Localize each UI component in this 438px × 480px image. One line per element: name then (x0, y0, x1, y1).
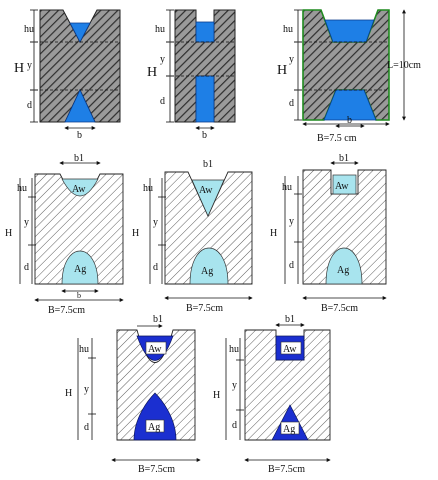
fig8-ag-box (280, 421, 300, 435)
fig6-B: B=7.5cm (321, 303, 358, 314)
fig4-aw-area (61, 178, 99, 197)
fig6-Aw: Aw (335, 181, 349, 192)
fig1-water (69, 22, 91, 43)
fig3-y: y (289, 54, 294, 65)
fig4-hu: hu (17, 183, 27, 194)
fig7-ag-area (133, 392, 177, 441)
fig5-ag-area (189, 247, 229, 285)
fig2-gap (195, 75, 215, 123)
fig5-Ag: Ag (201, 266, 213, 277)
fig4-b1: b1 (74, 153, 84, 164)
fig8-H: H (213, 390, 220, 401)
fig2-H: H (147, 65, 157, 80)
figure-1: hu H y d b (14, 9, 121, 141)
fig7-Ag: Ag (148, 422, 160, 433)
fig3-hu: hu (283, 24, 293, 35)
fig6-b1: b1 (339, 153, 349, 164)
fig5-Aw: Aw (199, 185, 213, 196)
fig4-d: d (24, 262, 29, 273)
fig7-aw-box (145, 341, 167, 355)
fig8-Ag: Ag (283, 424, 295, 435)
fig1-d: d (27, 100, 32, 111)
fig8-Aw: Aw (283, 344, 297, 355)
figure-3: hu H y d b L=10cm B=7.5 cm (277, 9, 421, 144)
figure-4: b1 Aw Ag hu H y d b B=7.5cm (5, 153, 124, 316)
fig2-y: y (160, 54, 165, 65)
fig5-hu: hu (143, 183, 153, 194)
fig6-H: H (270, 228, 277, 239)
fig5-b1: b1 (203, 159, 213, 170)
fig1-gap (64, 89, 96, 123)
fig6-aw-area (332, 174, 357, 195)
fig1-H: H (14, 61, 24, 76)
fig4-ag-area (61, 250, 99, 285)
fig4-Ag: Ag (74, 264, 86, 275)
fig7-d: d (84, 422, 89, 433)
fig2-hu: hu (155, 24, 165, 35)
fig7-Aw: Aw (148, 344, 162, 355)
fig3-d: d (289, 98, 294, 109)
fig1-y: y (27, 60, 32, 71)
fig8-aw-box (280, 341, 302, 355)
fig8-b1: b1 (285, 314, 295, 325)
fig3-b: b (347, 115, 352, 126)
fig7-H: H (65, 388, 72, 399)
figure-6: b1 Aw Ag hu H y d B=7.5cm (270, 153, 387, 314)
fig3-B: B=7.5 cm (317, 133, 357, 144)
fig6-Ag: Ag (337, 265, 349, 276)
fig7-y: y (84, 384, 89, 395)
fig8-B: B=7.5cm (268, 464, 305, 475)
figure-5: b1 Aw Ag hu H y d B=7.5cm (132, 159, 253, 314)
fig6-hu: hu (282, 182, 292, 193)
fig6-y: y (289, 216, 294, 227)
fig4-H: H (5, 228, 12, 239)
fig8-d: d (232, 420, 237, 431)
fig5-body (164, 171, 253, 285)
figure-2: hu H y d b (147, 9, 236, 141)
fig6-ag-area (325, 247, 363, 285)
fig6-d: d (289, 260, 294, 271)
fig1-b: b (77, 130, 82, 141)
fig8-y: y (232, 380, 237, 391)
fig5-y: y (153, 217, 158, 228)
fig5-H: H (132, 228, 139, 239)
fig3-water (324, 19, 375, 43)
fig7-hu: hu (79, 344, 89, 355)
fig3-L: L=10cm (387, 60, 421, 71)
fig3-H: H (277, 63, 287, 78)
fig2-d: d (160, 96, 165, 107)
fig8-hu: hu (229, 344, 239, 355)
fig2-b: b (202, 130, 207, 141)
fig4-y: y (24, 217, 29, 228)
fig4-b: b (77, 291, 81, 300)
fig4-B: B=7.5cm (48, 305, 85, 316)
fig5-aw-area (191, 179, 225, 217)
fig2-water (195, 21, 215, 43)
fig1-hu: hu (24, 24, 34, 35)
fig7-ag-box (145, 419, 165, 433)
figure-7: b1 Aw Ag hu H y d B=7.5cm (65, 314, 201, 475)
figure-8: b1 Aw Ag hu H y d B=7.5cm (213, 314, 331, 475)
fig7-B: B=7.5cm (138, 464, 175, 475)
fig5-d: d (153, 262, 158, 273)
fig7-b1: b1 (153, 314, 163, 325)
fig5-B: B=7.5cm (186, 303, 223, 314)
fig4-Aw: Aw (72, 184, 86, 195)
